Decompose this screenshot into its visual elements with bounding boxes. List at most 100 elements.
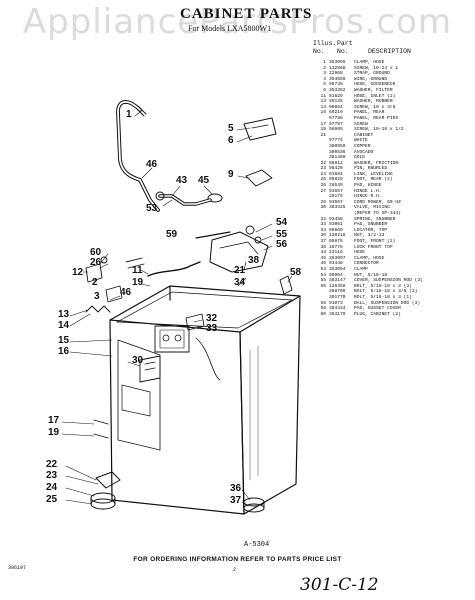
parts-description: WASHER, FILTER: [354, 87, 393, 93]
parts-illus-no: 1: [323, 60, 326, 65]
parts-part-no: 383425: [329, 205, 346, 211]
parts-description: BOLT, 5/16-18 x 3 (1): [354, 294, 412, 300]
parts-illus-no: 53: [320, 266, 326, 272]
parts-part-no: 28549: [329, 183, 343, 189]
page-number: 2: [233, 567, 237, 573]
parts-description: PANEL, REAR PIDS: [354, 115, 399, 121]
callout-37: 37: [230, 495, 242, 506]
parts-part-no: 354179: [329, 311, 346, 317]
parts-illus-no: 36: [320, 233, 326, 239]
parts-illus-no: 46: [320, 261, 326, 267]
callout-33: 33: [206, 323, 218, 334]
parts-part-no: 90864: [329, 104, 343, 110]
callout-36: 36: [230, 483, 242, 494]
parts-part-no: 353095: [329, 60, 346, 65]
callout-11: 11: [132, 265, 143, 276]
parts-header-no: No.: [313, 48, 325, 55]
parts-description: WHITE: [354, 138, 368, 144]
parts-description: WASHER, FRICTION: [354, 160, 399, 166]
parts-part-no: 353362: [329, 87, 346, 93]
parts-part-no: 23116: [329, 250, 343, 256]
parts-part-no: 36135: [329, 99, 343, 105]
callout-17: 17: [48, 415, 60, 426]
parts-part-no: 353097: [329, 255, 346, 261]
watermark: AppliancePartsPros.com: [22, 2, 453, 42]
parts-description: WIRE, GROUND: [354, 76, 388, 82]
parts-illus-no: 38: [320, 244, 326, 250]
parts-illus-no: 21: [320, 132, 326, 138]
parts-part-no: 380959: [329, 143, 346, 149]
rear-foot: [95, 471, 121, 489]
parts-part-no: 301770: [329, 294, 346, 300]
callout-24: 24: [46, 482, 58, 493]
parts-part-no: 28175: [329, 194, 343, 200]
parts-illus-no: 58: [320, 300, 326, 306]
parts-part-no: 96669: [329, 227, 343, 233]
parts-illus-no: 4: [323, 76, 326, 82]
parts-illus-no: 55: [320, 278, 326, 284]
page-title: CABINET PARTS: [180, 6, 313, 22]
parts-description: (REFER TO SP-343): [354, 211, 401, 217]
parts-description: GOLD: [354, 155, 366, 161]
callout-53: 53: [146, 203, 158, 214]
ordering-footer: FOR ORDERING INFORMATION REFER TO PARTS …: [133, 556, 342, 563]
parts-illus-no: 17: [320, 121, 326, 127]
parts-description: PAD, GUSSET COVER: [354, 306, 401, 312]
parts-illus-no: 16: [320, 110, 326, 116]
power-cord: [147, 261, 201, 277]
parts-row: 301770 BOLT, 5/16-18 x 3 (1): [313, 295, 475, 301]
parts-description: NUT, 1/2-13: [354, 233, 385, 239]
callout-19-top: 19: [132, 277, 144, 288]
filter-bracket: [243, 117, 277, 141]
parts-header-part-no: No.: [337, 48, 349, 55]
parts-illus-no: 25: [320, 177, 326, 183]
parts-part-no: 91448: [329, 261, 343, 267]
parts-row: 381480 GOLD: [313, 155, 475, 161]
callout-59: 59: [166, 229, 178, 240]
callout-54: 54: [276, 217, 288, 228]
parts-part-no: 93456: [329, 216, 343, 222]
parts-description: SCREW, 10-24 x 1: [354, 65, 399, 71]
parts-part-no: 91073: [329, 300, 343, 306]
callout-21: 21: [234, 265, 246, 276]
callout-30: 30: [132, 355, 144, 366]
parts-part-no: 132868: [329, 65, 346, 71]
parts-illus-no: 24: [320, 171, 326, 177]
parts-row: 21 CABINET: [313, 133, 475, 139]
parts-illus-no: 37: [320, 239, 326, 244]
parts-description: AVOCADO: [354, 149, 374, 155]
callout-3: 3: [94, 291, 100, 302]
parts-part-no: 98420: [329, 166, 343, 172]
parts-description: STRAP, GROUND: [354, 71, 390, 77]
parts-description: HOSE, INLET (2): [354, 93, 396, 99]
callout-22: 22: [46, 459, 58, 470]
callout-46-top: 46: [146, 159, 158, 170]
parts-description: COVER, SUSPENSION ROD (3): [354, 278, 423, 284]
parts-header-illus: Illus.: [313, 40, 337, 47]
parts-illus-no: 60: [320, 311, 326, 317]
callout-1: 1: [126, 109, 132, 120]
callout-38: 38: [248, 255, 260, 266]
parts-description: CABINET: [354, 132, 374, 138]
mixing-valve: [139, 355, 161, 383]
callout-15: 15: [58, 335, 70, 346]
parts-part-no: 353094: [329, 266, 346, 272]
parts-part-no: 381480: [329, 155, 346, 161]
